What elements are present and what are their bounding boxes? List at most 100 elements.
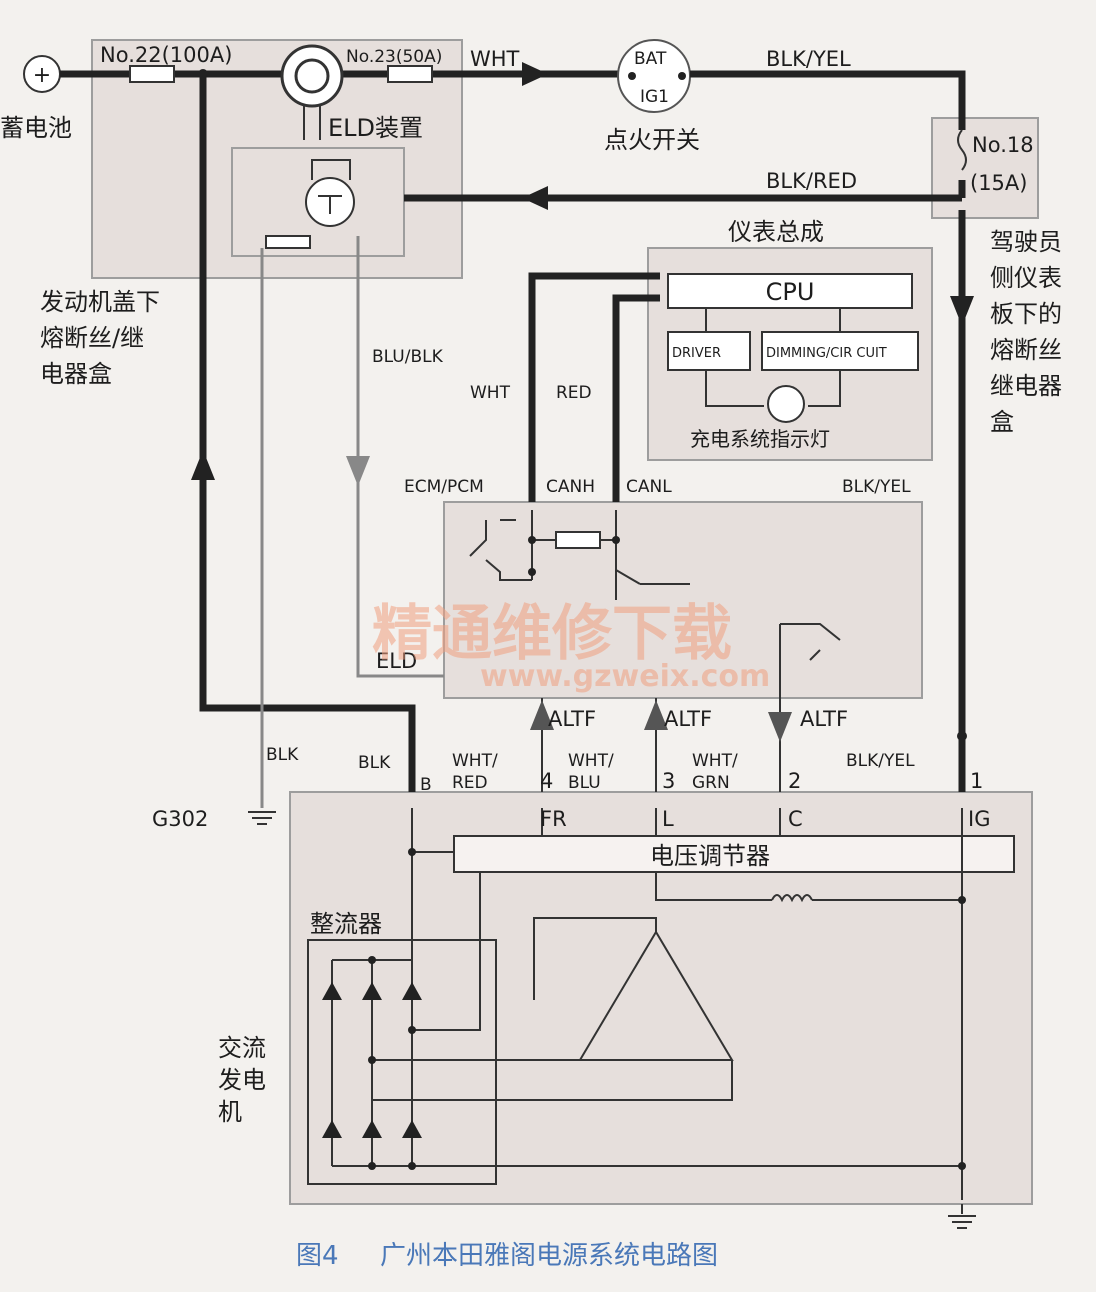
fuse23-label: No.23(50A) xyxy=(346,47,442,67)
canl-label: CANL xyxy=(626,477,672,497)
junction-dot xyxy=(958,896,966,904)
wht-blu-label-2: BLU xyxy=(568,773,601,793)
ecm-resistor-icon xyxy=(555,531,601,549)
eld-sensor-icon xyxy=(280,44,344,108)
pin-2-label: 2 xyxy=(788,769,801,793)
arrow-down-icon xyxy=(346,456,370,486)
alternator-label-1: 交流 xyxy=(218,1034,266,1062)
terminal-ig-label: IG xyxy=(968,807,990,831)
junction-dot xyxy=(408,1026,416,1034)
cpu-label: CPU xyxy=(766,278,815,306)
eld-transistor-leads xyxy=(311,159,351,214)
altf-arrow-down-icon xyxy=(768,712,792,742)
alternator-label-2: 发电 xyxy=(218,1066,266,1094)
ground-icon xyxy=(248,811,276,825)
wht-grn-label-1: WHT/ xyxy=(692,751,738,771)
driver-fuse-box-label-5: 继电器 xyxy=(990,372,1062,400)
blk-yel-low-label: BLK/YEL xyxy=(846,751,915,771)
charge-lamp-icon xyxy=(767,385,805,423)
junction-dot xyxy=(408,848,416,856)
altf-label-1: ALTF xyxy=(548,707,596,731)
wht-can-label: WHT xyxy=(470,383,511,403)
ign-terminal-ig1 xyxy=(678,72,686,80)
eld-device-label: ELD装置 xyxy=(328,114,423,142)
pin-b-label: B xyxy=(420,775,432,795)
junction-dot xyxy=(528,536,536,544)
junction-dot xyxy=(528,568,536,576)
diode-icon xyxy=(362,982,382,1000)
terminal-fr-label: FR xyxy=(540,807,567,831)
battery-plus-icon: + xyxy=(33,63,51,88)
driver-label: DRIVER xyxy=(672,346,721,361)
rectifier-box xyxy=(307,939,497,1185)
blk-yel-mid-label: BLK/YEL xyxy=(842,477,911,497)
driver-fuse-box-label-3: 板下的 xyxy=(990,300,1062,328)
junction-dot xyxy=(408,1162,416,1170)
wht-grn-label-2: GRN xyxy=(692,773,730,793)
regulator-feed xyxy=(412,872,481,1031)
red-can-label: RED xyxy=(556,383,592,403)
wht-red-label-1: WHT/ xyxy=(452,751,498,771)
driver-fuse-box-label-2: 侧仪表 xyxy=(990,264,1062,292)
field-coil-icon xyxy=(771,894,813,903)
ecm-transistor-right xyxy=(615,569,841,661)
canh-label: CANH xyxy=(546,477,595,497)
blk-ground-label: BLK xyxy=(266,745,299,765)
fuse18-icon xyxy=(957,129,967,171)
diode-icon xyxy=(402,982,422,1000)
driver-fuse-box-label-6: 盒 xyxy=(990,408,1014,436)
watermark: 精通维修下载 xyxy=(372,599,732,669)
junction-dot xyxy=(958,1162,966,1170)
wht-blu-label-1: WHT/ xyxy=(568,751,614,771)
altf-arrow-up-icon xyxy=(644,700,668,730)
driver-fuse-box-label-1: 驾驶员 xyxy=(990,228,1062,256)
charge-lamp-label: 充电系统指示灯 xyxy=(690,427,830,451)
wire-can-wht xyxy=(528,272,660,502)
pin-1-label: 1 xyxy=(970,769,983,793)
fuse22-icon xyxy=(129,65,175,83)
wht-red-label-2: RED xyxy=(452,773,488,793)
wire-wht-label: WHT xyxy=(470,47,520,71)
ig1-terminal-label: IG1 xyxy=(640,87,669,107)
driver-box xyxy=(667,331,751,371)
watermark-url: www.gzweix.com xyxy=(480,659,770,694)
terminal-l-label: L xyxy=(662,807,674,831)
ground-icon xyxy=(948,1204,976,1229)
regulator-label: 电压调节器 xyxy=(650,842,770,870)
wire-can-red xyxy=(612,294,660,502)
stator-delta-icon xyxy=(578,930,734,1061)
junction-dot xyxy=(368,1056,376,1064)
arrow-up-icon xyxy=(191,450,215,480)
engine-fuse-box-label-2: 熔断丝/继 xyxy=(40,324,144,352)
meter-internal-wires xyxy=(705,308,841,407)
altf-label-3: ALTF xyxy=(800,707,848,731)
dimming-box xyxy=(761,331,919,371)
driver-fuse-box-label-4: 熔断丝 xyxy=(990,336,1062,364)
bat-terminal-label: BAT xyxy=(634,49,667,69)
cpu-box xyxy=(667,273,913,309)
arrow-right-icon xyxy=(522,62,548,86)
battery-label: 蓄电池 xyxy=(0,114,72,142)
ecm-internal-wires xyxy=(531,510,617,600)
caption-title: 广州本田雅阁电源系统电路图 xyxy=(380,1241,718,1271)
ecm-transistor-left xyxy=(469,519,532,581)
engine-fuse-box-label-3: 电器盒 xyxy=(40,360,112,388)
junction-dot xyxy=(957,731,967,741)
diode-icon xyxy=(322,1120,342,1138)
ecm-pcm-box xyxy=(443,501,923,699)
diode-icon xyxy=(402,1120,422,1138)
eld-label: ELD xyxy=(376,649,417,673)
field-wire xyxy=(655,872,962,901)
altf-arrow-up-icon xyxy=(530,700,554,730)
eld-leads xyxy=(303,104,321,140)
diode-icon xyxy=(322,982,342,1000)
junction-dot xyxy=(368,1162,376,1170)
g302-label: G302 xyxy=(152,807,208,831)
fuse23-icon xyxy=(387,65,433,83)
stator-wires xyxy=(372,917,733,1101)
blk-yel-top-label: BLK/YEL xyxy=(766,47,851,71)
wire-b-plus xyxy=(199,74,416,792)
wire-blk-yel-top xyxy=(690,70,966,130)
